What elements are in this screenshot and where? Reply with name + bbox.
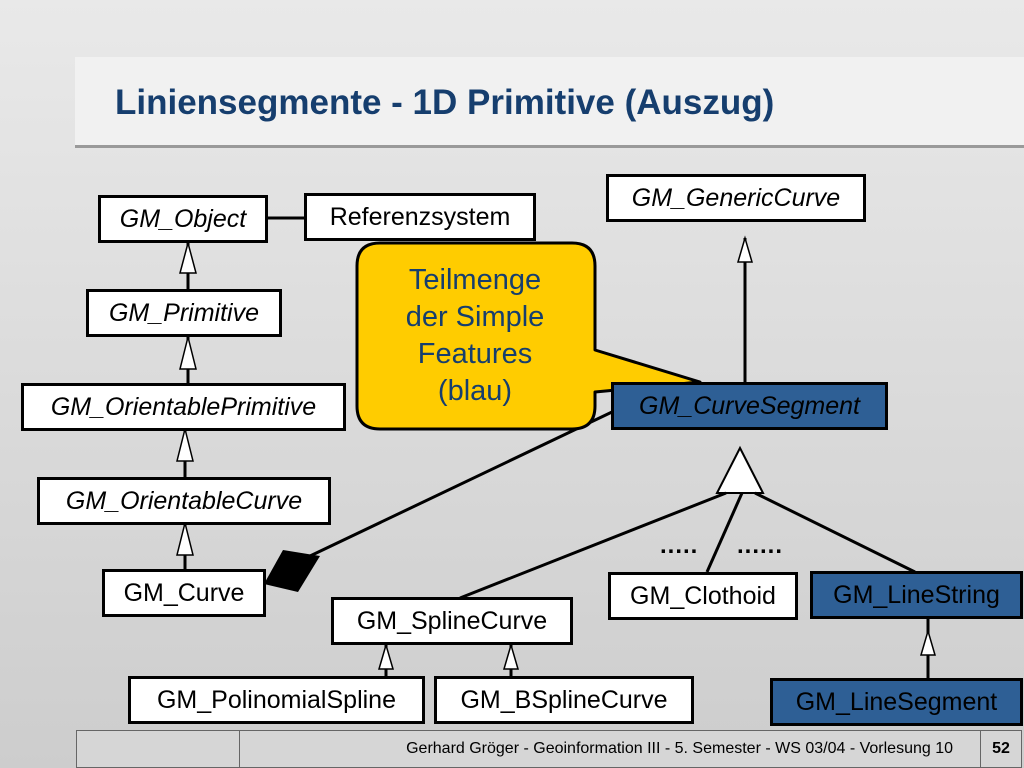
slide-footer: Gerhard Gröger - Geoinformation III - 5.… (76, 730, 1022, 768)
callout-text: Teilmenge der Simple Features (blau) (370, 262, 580, 410)
connector-linestring-curvesegment (754, 491, 916, 574)
class-gm-object: GM_Object (98, 195, 268, 243)
class-gm-polinomial-spline: GM_PolinomialSpline (128, 676, 425, 724)
class-gm-primitive: GM_Primitive (86, 289, 282, 337)
inheritance-arrow-primitive (179, 336, 197, 370)
class-referenzsystem: Referenzsystem (304, 193, 536, 241)
composition-diamond (264, 550, 320, 592)
callout-line-2: der Simple (405, 301, 545, 333)
class-gm-spline-curve: GM_SplineCurve (331, 597, 573, 645)
class-gm-orientable-curve: GM_OrientableCurve (37, 477, 331, 525)
inheritance-arrow-splinecurve-1 (378, 642, 394, 670)
composition-curve-curvesegment (309, 410, 613, 558)
class-gm-curve: GM_Curve (102, 569, 266, 617)
inheritance-arrow-splinecurve-2 (503, 642, 519, 670)
class-gm-bspline-curve: GM_BSplineCurve (434, 676, 694, 724)
inheritance-arrow-orientablecurve (176, 522, 194, 556)
title-band: Liniensegmente - 1D Primitive (Auszug) (75, 57, 1024, 148)
inheritance-arrow-orientableprimitive (176, 428, 194, 462)
page-number: 52 (980, 731, 1021, 767)
connector-splinecurve-curvesegment (459, 491, 727, 600)
callout-line-1: Teilmenge (408, 264, 542, 296)
footer-text: Gerhard Gröger - Geoinformation III - 5.… (406, 740, 953, 757)
connector-clothoid-curvesegment (705, 492, 744, 573)
inheritance-arrow-genericcurve (737, 235, 753, 263)
slide-title: Liniensegmente - 1D Primitive (Auszug) (115, 83, 775, 122)
ellipsis-left: ..... (660, 532, 699, 559)
inheritance-arrow-object (179, 240, 197, 274)
callout-line-4: (blau) (437, 375, 513, 407)
class-gm-generic-curve: GM_GenericCurve (606, 174, 866, 222)
class-gm-curve-segment: GM_CurveSegment (611, 382, 888, 430)
class-gm-orientable-primitive: GM_OrientablePrimitive (21, 383, 346, 431)
ellipsis-right: ...... (737, 532, 784, 559)
footer-left-cell (77, 731, 240, 767)
class-gm-line-string: GM_LineString (810, 571, 1023, 619)
class-gm-clothoid: GM_Clothoid (608, 572, 798, 620)
inheritance-arrow-curvesegment (715, 445, 765, 494)
class-gm-line-segment: GM_LineSegment (770, 678, 1023, 726)
inheritance-arrow-linestring (920, 628, 936, 656)
callout-line-3: Features (417, 338, 533, 370)
